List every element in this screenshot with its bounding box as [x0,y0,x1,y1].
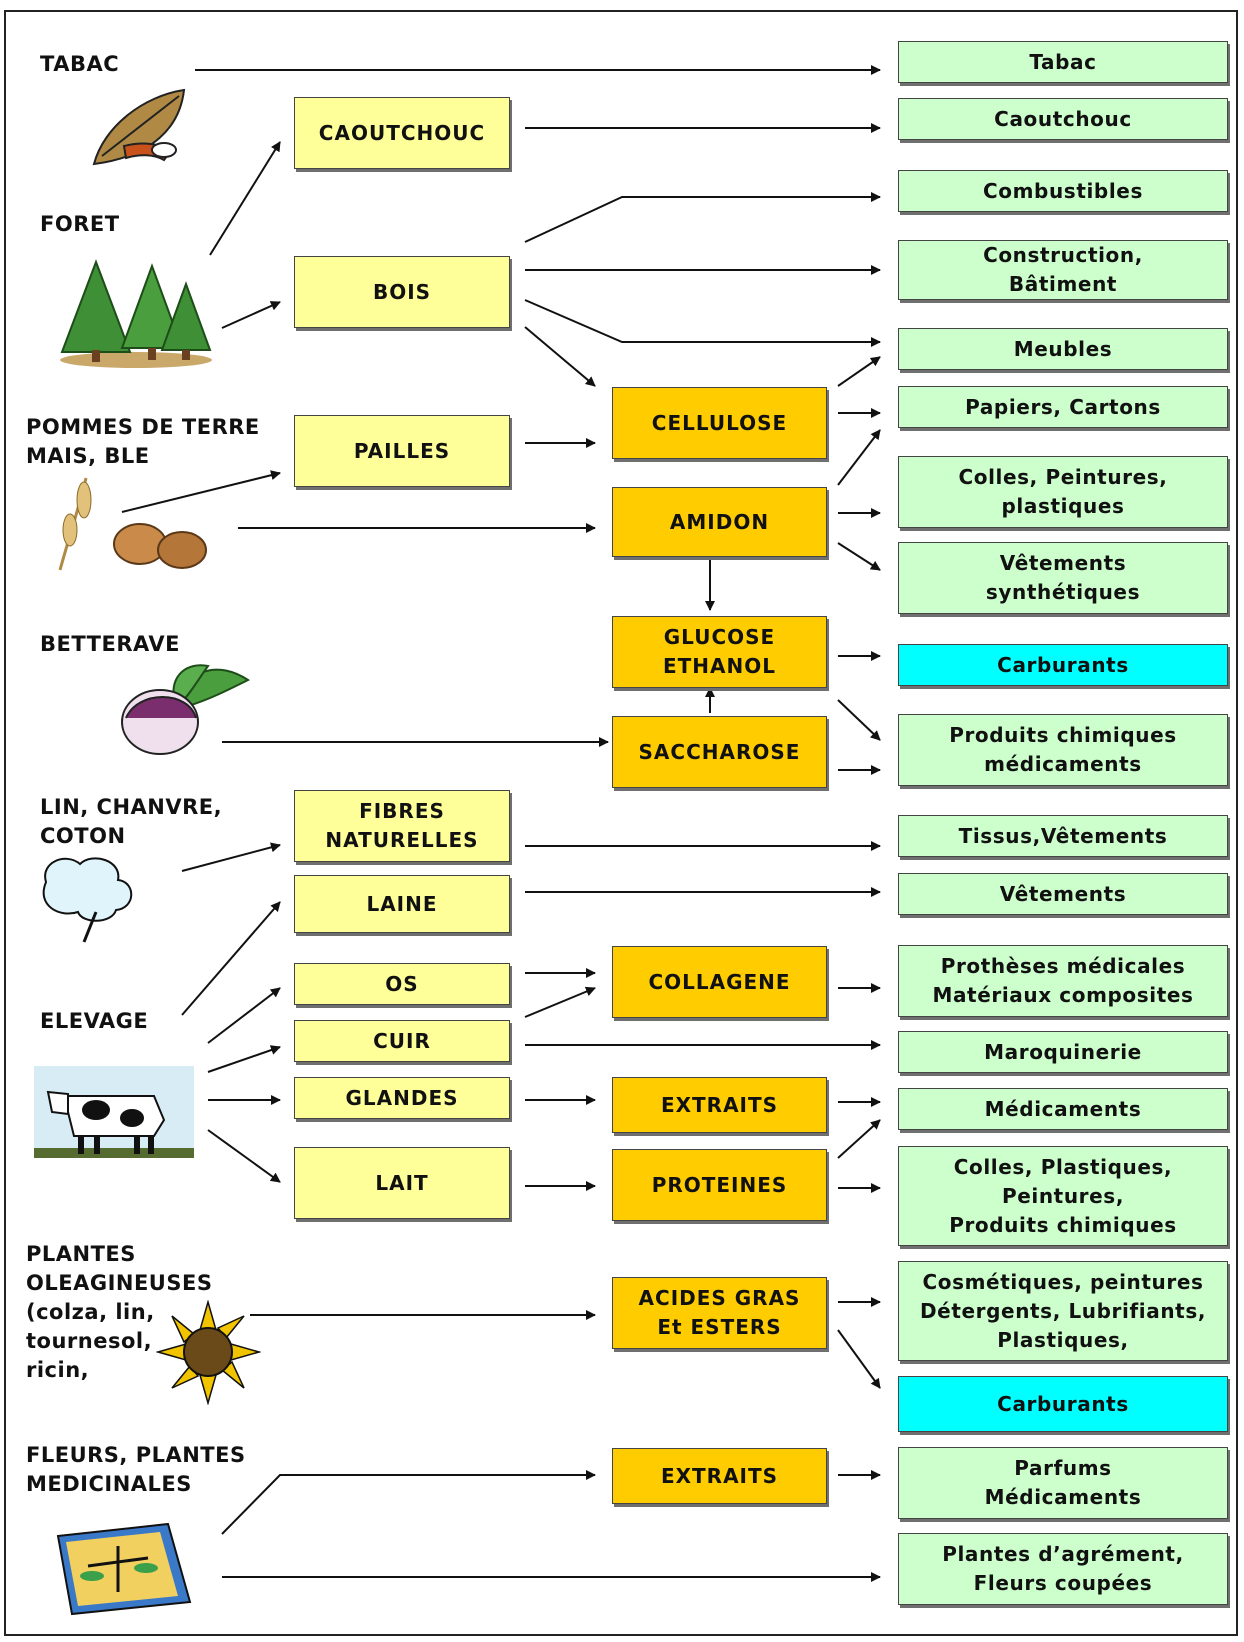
arrow [121,470,281,513]
source-elevage: ELEVAGE [40,1009,149,1033]
arrow [207,1045,281,1073]
product-carburants-huiles: Carburants [898,1376,1228,1432]
arrow [181,901,281,1016]
arrow [181,842,281,872]
product-vetements: Vêtements [898,873,1228,915]
product-tissus-vetements: Tissus,Vêtements [898,815,1228,857]
raw-pailles: PAILLES [294,415,510,487]
product-papiers-cartons: Papiers, Cartons [898,386,1228,428]
source-foret: FORET [40,212,120,236]
product-medicaments: Médicaments [898,1088,1228,1130]
intermediate-amidon: AMIDON [612,487,827,557]
medicinal-plants-icon [56,1522,192,1616]
arrow [837,356,881,387]
source-plantes-oleagineuses: PLANTES OLEAGINEUSES (colza, lin, tourne… [26,1242,213,1382]
source-fleurs-plantes-medicinales: FLEURS, PLANTES MEDICINALES [26,1443,246,1496]
sunflower-icon [156,1300,261,1405]
source-tabac: TABAC [40,52,120,76]
intermediate-glucose-ethanol: GLUCOSE ETHANOL [612,616,827,688]
arrow [837,429,881,486]
product-vetements-synthetiques: Vêtements synthétiques [898,542,1228,614]
product-carburants: Carburants [898,644,1228,686]
raw-laine: LAINE [294,875,510,933]
product-construction-batiment: Construction, Bâtiment [898,240,1228,300]
cotton-plant-icon [42,857,133,943]
arrow [837,1119,881,1159]
intermediate-collagene: COLLAGENE [612,946,827,1018]
product-parfums-medicaments: Parfums Médicaments [898,1447,1228,1519]
forest-trees-icon [60,259,212,368]
product-cosmetiques-detergents-plastiques: Cosmétiques, peintures Détergents, Lubri… [898,1261,1228,1361]
product-colles-peintures-plastiques: Colles, Peintures, plastiques [898,456,1228,528]
raw-caoutchouc: CAOUTCHOUC [294,97,510,169]
arrow [524,192,881,243]
beet-icon [121,664,250,755]
source-lin-chanvre-coton: LIN, CHANVRE, COTON [40,795,223,848]
arrow [209,141,281,256]
wheat-and-potatoes-icon [58,477,207,571]
product-protheses-materiaux-composites: Prothèses médicales Matériaux composites [898,945,1228,1017]
arrow [837,1329,881,1389]
product-combustibles: Combustibles [898,170,1228,212]
product-meubles: Meubles [898,328,1228,370]
raw-glandes: GLANDES [294,1077,510,1119]
raw-cuir: CUIR [294,1020,510,1062]
product-colles-plastiques-produits-chimiques: Colles, Plastiques, Peintures, Produits … [898,1146,1228,1246]
intermediate-cellulose: CELLULOSE [612,387,827,459]
raw-os: OS [294,963,510,1005]
raw-bois: BOIS [294,256,510,328]
arrow [524,986,596,1018]
intermediate-saccharose: SACCHAROSE [612,716,827,788]
product-produits-chimiques-medicaments: Produits chimiques médicaments [898,714,1228,786]
product-maroquinerie: Maroquinerie [898,1031,1228,1073]
arrow [207,1129,281,1183]
arrow [221,301,281,329]
arrow [207,987,281,1044]
source-pommes-mais-ble: POMMES DE TERRE MAIS, BLE [26,415,260,468]
product-tabac: Tabac [898,41,1228,83]
product-plantes-agrement-fleurs-coupees: Plantes d’agrément, Fleurs coupées [898,1533,1228,1605]
arrow [837,542,881,571]
arrow [221,1470,596,1535]
diagram-frame [4,10,1238,1636]
arrow [837,699,881,741]
source-betterave: BETTERAVE [40,632,180,656]
arrow [524,326,596,387]
arrow [524,299,881,347]
intermediate-proteines: PROTEINES [612,1149,827,1221]
tobacco-leaf-icon [92,88,186,166]
raw-lait: LAIT [294,1147,510,1219]
intermediate-extraits-fleurs: EXTRAITS [612,1448,827,1504]
product-caoutchouc: Caoutchouc [898,98,1228,140]
intermediate-extraits-glandes: EXTRAITS [612,1077,827,1133]
intermediate-acides-gras-esters: ACIDES GRAS Et ESTERS [612,1277,827,1349]
cow-icon [34,1066,194,1158]
raw-fibres-naturelles: FIBRES NATURELLES [294,790,510,862]
